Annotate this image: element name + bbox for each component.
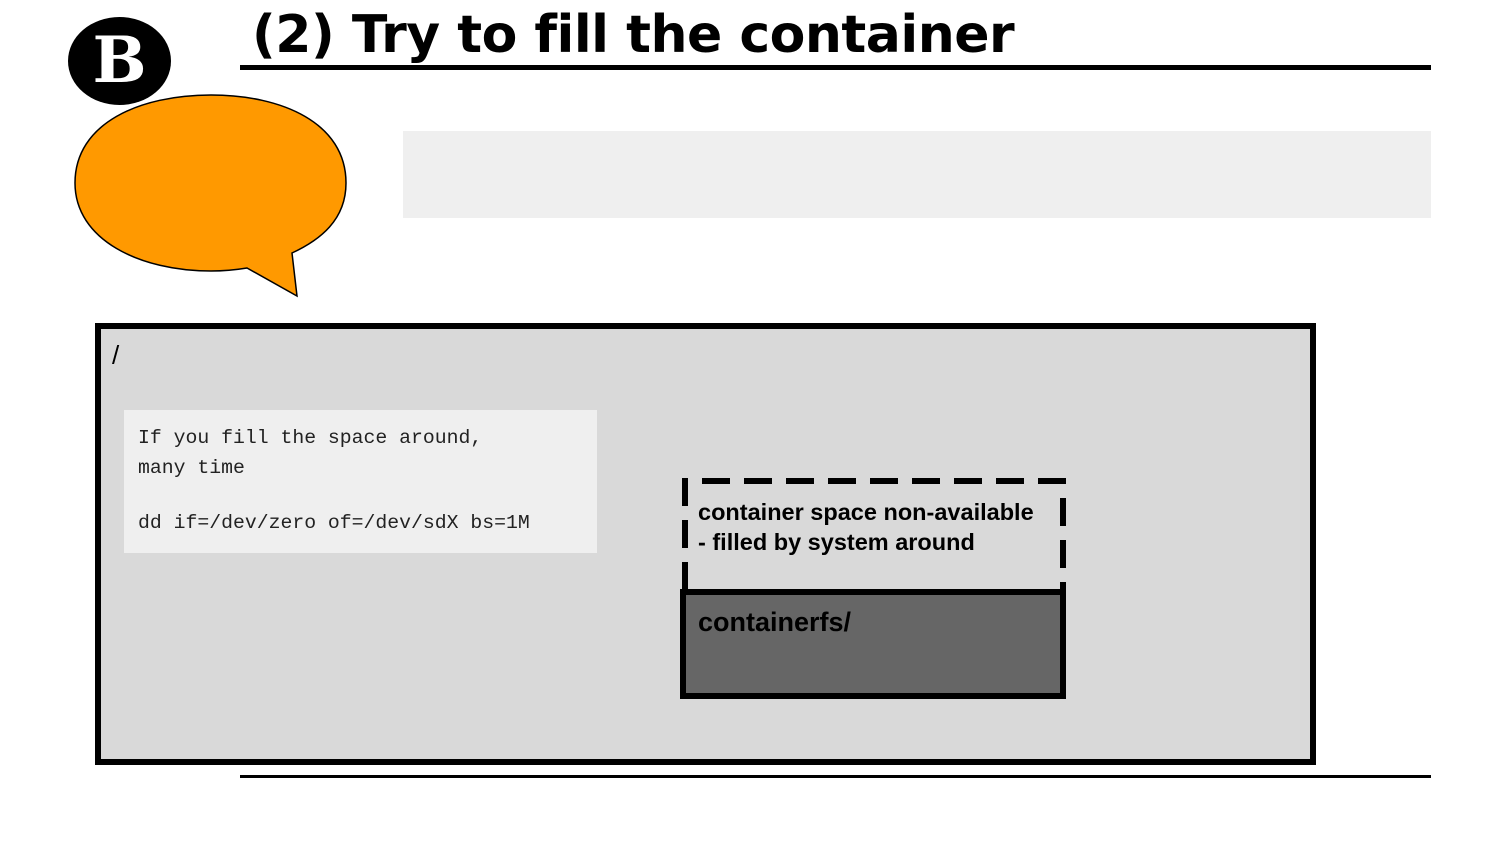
container-space-dashed-box xyxy=(682,478,1066,590)
speech-bubble-icon xyxy=(74,94,347,298)
root-filesystem-label: / xyxy=(112,340,120,370)
containerfs-label: containerfs/ xyxy=(698,607,852,637)
placeholder-band xyxy=(403,131,1431,218)
title-underline xyxy=(240,65,1431,70)
bottom-rule xyxy=(240,775,1431,778)
command-note-line-2: many time xyxy=(138,457,245,479)
section-badge: B xyxy=(68,17,171,105)
containerfs-box xyxy=(680,589,1066,699)
command-note-line-1: If you fill the space around, xyxy=(138,427,483,449)
slide-title: (2) Try to fill the container xyxy=(252,5,1015,65)
dd-command: dd if=/dev/zero of=/dev/sdX bs=1M xyxy=(138,512,530,534)
container-space-label: container space non-available - filled b… xyxy=(698,499,1034,555)
command-box xyxy=(124,410,597,553)
